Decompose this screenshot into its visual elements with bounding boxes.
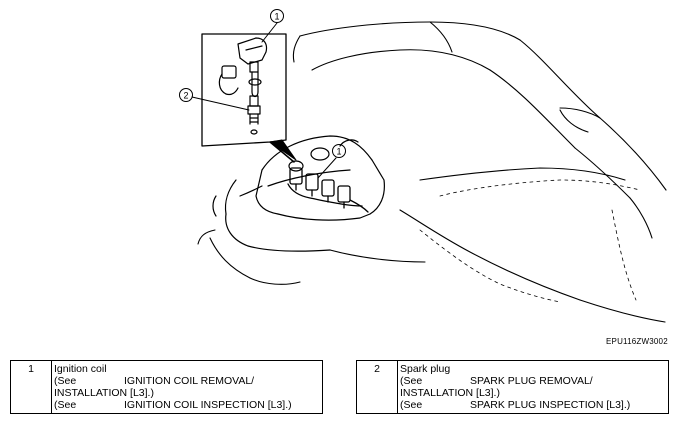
callout-circle-1-engine (332, 144, 346, 158)
callout-circles (179, 9, 346, 158)
callout-label-1-engine: 1 (336, 147, 341, 157)
callout-circle-1-top (270, 9, 284, 23)
reference-link-removal[interactable]: (See IGNITION COIL REMOVAL/ (54, 375, 320, 387)
see-label: (See (54, 399, 77, 411)
callout-label-1-top: 1 (274, 12, 279, 22)
legend-number: 2 (356, 360, 398, 414)
spark-plug-detail (247, 95, 261, 135)
callout-leaders (191, 22, 337, 179)
inset-frame (201, 33, 287, 147)
reference-text[interactable]: IGNITION COIL INSPECTION [L3].) (124, 399, 292, 411)
see-label: (See (400, 375, 423, 387)
callout-circle-2 (179, 88, 193, 102)
reference-continuation[interactable]: INSTALLATION [L3].) (54, 387, 154, 399)
hidden-lines (419, 179, 641, 303)
reference-continuation[interactable]: INSTALLATION [L3].) (400, 387, 500, 399)
reference-text[interactable]: SPARK PLUG INSPECTION [L3].) (470, 399, 631, 411)
reference-link-inspection[interactable]: (See SPARK PLUG INSPECTION [L3].) (400, 399, 666, 411)
vehicle-body-outline (197, 21, 667, 323)
reference-text[interactable]: IGNITION COIL REMOVAL/ (124, 375, 255, 387)
legend-description: Ignition coil (See IGNITION COIL REMOVAL/… (51, 360, 323, 414)
reference-link-removal[interactable]: (See SPARK PLUG REMOVAL/ (400, 375, 666, 387)
reference-text[interactable]: SPARK PLUG REMOVAL/ (470, 375, 593, 387)
callout-label-2: 2 (183, 91, 188, 101)
legend-table-spark-plug: 2 Spark plug (See SPARK PLUG REMOVAL/ INS… (356, 360, 669, 414)
legend-title: Spark plug (400, 363, 451, 375)
legend-title: Ignition coil (54, 363, 107, 375)
figure-code: EPU116ZW3002 (606, 337, 668, 346)
legend-description: Spark plug (See SPARK PLUG REMOVAL/ INSTA… (397, 360, 669, 414)
engine-illustration: 1 2 1 (179, 9, 667, 323)
see-label: (See (400, 399, 423, 411)
ignition-coils-installed (287, 167, 369, 213)
legend-number: 1 (10, 360, 52, 414)
ignition-coil-detail (218, 37, 268, 98)
see-label: (See (54, 375, 77, 387)
reference-link-inspection[interactable]: (See IGNITION COIL INSPECTION [L3].) (54, 399, 320, 411)
legend-table-ignition-coil: 1 Ignition coil (See IGNITION COIL REMOVA… (10, 360, 323, 414)
